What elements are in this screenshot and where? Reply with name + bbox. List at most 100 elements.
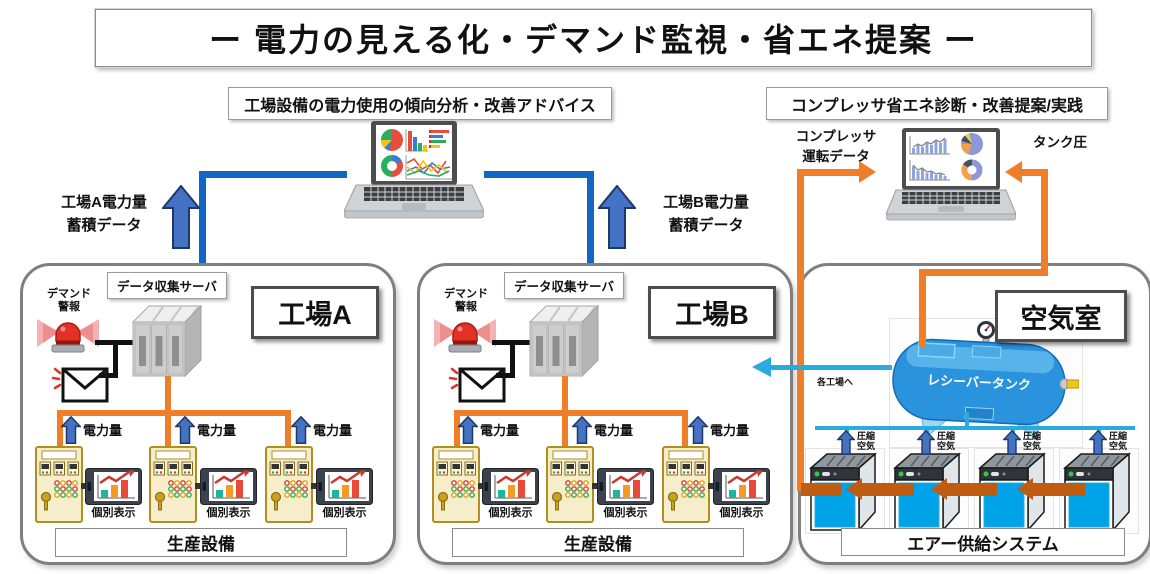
mail-alert-icon: [448, 367, 506, 403]
tank-pressure-label: タンク圧: [1033, 135, 1087, 150]
power-line-right: [682, 414, 688, 446]
tank-pressure-line-h2: [1022, 169, 1048, 176]
power-label-3: 電力量: [313, 423, 353, 438]
control-panel-icon: [35, 446, 83, 523]
control-panel-icon: [432, 446, 480, 523]
compressed-air-line1: 圧縮: [857, 431, 876, 441]
alarm-label-line2: 警報: [58, 301, 80, 314]
compressed-air-line2: 空気: [937, 441, 956, 452]
compressed-air-up-arrow-icon: [1089, 430, 1107, 455]
power-label-2: 電力量: [594, 423, 634, 438]
data-server-icon: [528, 304, 600, 378]
compressor-data-line-horizontal: [797, 169, 859, 176]
display-label-2: 個別表示: [206, 507, 251, 519]
compressor-flow-arrowhead-icon: [931, 478, 947, 500]
compressor-data-line-vertical: [797, 169, 804, 491]
alarm-label-line1: デマンド: [47, 288, 91, 300]
connector-factory-b-vertical: [587, 171, 594, 266]
power-label-3: 電力量: [710, 423, 750, 438]
compressor-icon: [1063, 452, 1131, 532]
connector-factory-a-vertical: [199, 171, 206, 266]
to-factories-arrowhead-icon: [752, 357, 771, 377]
compressor-flow-arrowhead-icon: [846, 478, 862, 500]
compressor-data-arrowhead-icon: [859, 161, 876, 183]
to-factories-air-line: [770, 365, 892, 370]
air-room-box: 空気室 レシーバータンク 各工場へ: [798, 263, 1150, 565]
compressed-air-up-arrow-icon: [837, 430, 855, 455]
factory-a-footer: 生産設備: [55, 528, 347, 557]
connector-factory-b: [484, 171, 594, 178]
power-up-arrow-icon: [572, 416, 592, 444]
compressor-data-label-line1: コンプレッサ: [795, 129, 877, 144]
tank-pressure-arrowhead-icon: [1005, 161, 1022, 183]
display-label-1: 個別表示: [488, 507, 533, 519]
tank-pressure-line-v1: [1041, 169, 1048, 276]
mail-link: [99, 373, 117, 378]
compressed-air-line1: 圧縮: [937, 431, 956, 441]
receiver-tank-icon: レシーバータンク: [892, 321, 1079, 441]
compressed-air-label-4: 圧縮空気: [1109, 431, 1133, 452]
power-line-left: [57, 414, 63, 446]
display-label-1: 個別表示: [91, 507, 136, 519]
air-room-title: 空気室: [995, 290, 1127, 342]
display-label-3: 個別表示: [719, 507, 764, 519]
control-panel-icon: [149, 446, 197, 523]
compressor-flow-seg: [1033, 483, 1085, 496]
compressed-air-label-3: 圧縮空気: [1023, 431, 1047, 452]
display-label-3: 個別表示: [322, 507, 367, 519]
compressed-air-line2: 空気: [1109, 441, 1128, 452]
factory-a-data-label: 工場A電力量 蓄積データ: [38, 192, 170, 237]
compressed-air-up-arrow-icon: [1003, 430, 1021, 455]
power-line-left: [454, 414, 460, 446]
control-panel-icon: [546, 446, 594, 523]
factory-b-title: 工場B: [648, 286, 776, 339]
alarm-link-vertical: [510, 340, 515, 378]
panel-display-link: [81, 483, 87, 489]
factory-a-data-label-line1: 工場A電力量: [61, 194, 147, 211]
compressed-air-line2: 空気: [857, 441, 876, 452]
panel-display-link: [195, 483, 201, 489]
alarm-label-line2: 警報: [455, 301, 477, 314]
page-title: ー 電力の見える化・デマンド監視・省エネ提案 ー: [94, 8, 1093, 68]
panel-display-link: [708, 483, 714, 489]
factory-b-box: データ収集サーバ 工場B デマンド 警報: [417, 263, 793, 565]
power-line-bus: [454, 410, 688, 416]
display-label-2: 個別表示: [603, 507, 648, 519]
compressed-air-up-arrow-icon: [917, 430, 935, 455]
compressor-flow-arrowhead-icon: [1017, 478, 1033, 500]
power-line-bus: [57, 410, 291, 416]
compressed-air-label-1: 圧縮空気: [857, 431, 881, 452]
tank-outlet: [1066, 379, 1079, 389]
compressed-air-line1: 圧縮: [1109, 431, 1128, 441]
power-line-right: [285, 414, 291, 446]
individual-display-icon: [316, 468, 373, 505]
power-label-2: 電力量: [197, 423, 237, 438]
power-up-arrow-icon: [291, 416, 311, 444]
power-up-arrow-icon: [61, 416, 81, 444]
tank-label: レシーバータンク: [927, 372, 1032, 392]
factory-a-data-label-line2: 蓄積データ: [66, 216, 142, 234]
factory-a-server-label: データ収集サーバ: [107, 272, 227, 299]
factory-b-server-label: データ収集サーバ: [504, 272, 624, 299]
factory-a-data-up-arrow-icon: [162, 185, 200, 249]
factory-b-alarm-label: デマンド 警報: [434, 288, 498, 314]
factory-b-data-label-line2: 蓄積データ: [668, 216, 744, 234]
power-label-1: 電力量: [83, 423, 123, 438]
compressor-flow-seg: [947, 483, 997, 496]
factory-a-title: 工場A: [251, 286, 379, 339]
power-up-arrow-icon: [175, 416, 195, 444]
air-room-footer: エアー供給システム: [841, 528, 1125, 556]
analysis-laptop-icon: [344, 121, 484, 219]
power-up-arrow-icon: [688, 416, 708, 444]
factory-b-data-up-arrow-icon: [598, 185, 636, 249]
air-bus-line: [815, 426, 1135, 430]
factory-b-footer: 生産設備: [452, 528, 744, 557]
mail-alert-icon: [51, 367, 109, 403]
individual-display-icon: [200, 468, 257, 505]
alarm-label-line1: デマンド: [444, 288, 488, 300]
individual-display-icon: [713, 468, 770, 505]
factory-b-data-label: 工場B電力量 蓄積データ: [640, 192, 772, 237]
compressor-flow-seg: [801, 483, 841, 496]
compressed-air-label-2: 圧縮空気: [937, 431, 961, 452]
